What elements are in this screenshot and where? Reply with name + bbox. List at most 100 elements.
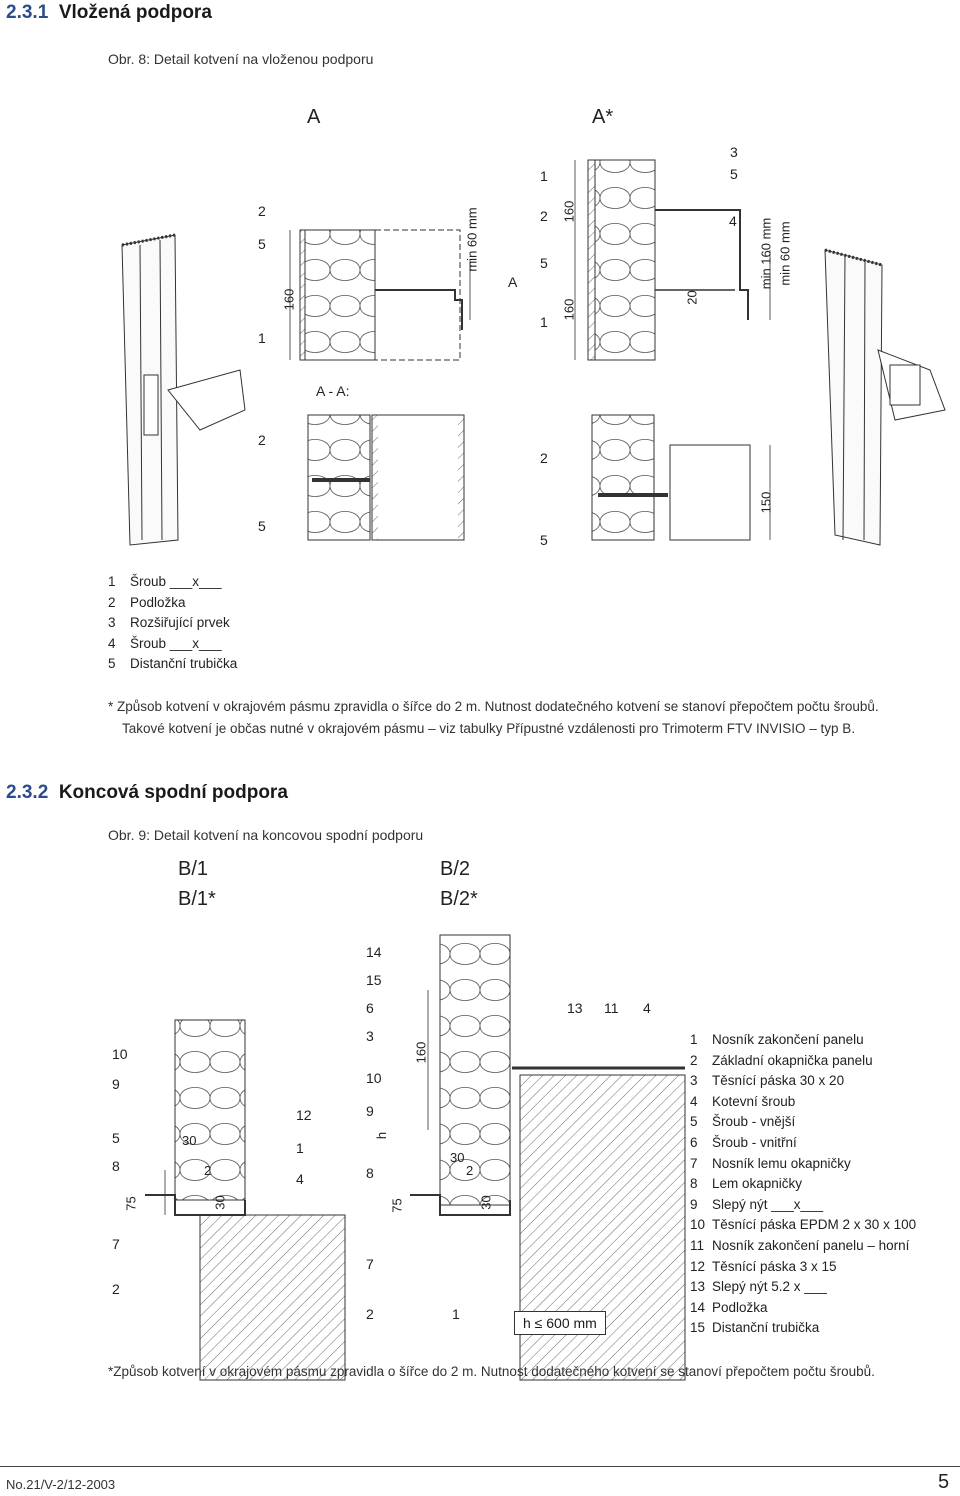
callout: 13 bbox=[567, 1000, 583, 1016]
view-label: B/2 bbox=[440, 858, 471, 880]
callout: 10 bbox=[112, 1046, 128, 1062]
figure-caption: Obr. 8: Detail kotvení na vloženou podpo… bbox=[108, 51, 374, 67]
callout: 5 bbox=[540, 532, 548, 548]
dimension: min 60 mm bbox=[464, 207, 480, 272]
fig8-section-left-insulation bbox=[307, 414, 371, 541]
view-label-a: A bbox=[307, 106, 321, 128]
callout: 15 bbox=[366, 972, 382, 988]
fig9-right-insulation bbox=[439, 934, 511, 1206]
callout: 8 bbox=[112, 1158, 120, 1174]
callout: 2 bbox=[540, 208, 548, 224]
callout: 2 bbox=[366, 1306, 374, 1322]
dimension: 150 bbox=[758, 491, 774, 514]
dimension: 20 bbox=[684, 290, 700, 305]
view-label-a-star: A* bbox=[592, 106, 614, 128]
callout: 7 bbox=[366, 1256, 374, 1272]
dimension: 160 bbox=[561, 200, 577, 223]
section-number: 2.3.1 bbox=[6, 2, 49, 23]
dimension: h bbox=[374, 1131, 390, 1140]
page-number: 5 bbox=[938, 1471, 950, 1493]
section-heading-1: 2.3.1 Vložená podpora bbox=[6, 2, 212, 24]
callout: 9 bbox=[112, 1076, 120, 1092]
callout: 10 bbox=[366, 1070, 382, 1086]
section-label-aa: A - A: bbox=[316, 383, 350, 399]
dimension: min 60 mm bbox=[777, 221, 793, 286]
note-line-1: * Způsob kotvení v okrajovém pásmu zprav… bbox=[108, 699, 879, 714]
callout: 5 bbox=[540, 255, 548, 271]
callout: 14 bbox=[366, 944, 382, 960]
fig8-section-right-insulation bbox=[591, 414, 655, 541]
section-mark-a: A bbox=[508, 274, 518, 290]
footer-rule bbox=[0, 1466, 960, 1467]
callout: 1 bbox=[540, 168, 548, 184]
callout: 4 bbox=[729, 213, 737, 229]
dimension: 75 bbox=[123, 1196, 139, 1211]
dimension: 2 bbox=[466, 1163, 474, 1178]
callout: 5 bbox=[258, 236, 266, 252]
callout: 12 bbox=[296, 1107, 312, 1123]
fig8-a-insulation bbox=[304, 229, 376, 361]
callout: 9 bbox=[366, 1103, 374, 1119]
dimension: 30 bbox=[478, 1195, 494, 1210]
fig9-left-insulation bbox=[174, 1019, 246, 1201]
figure-caption: Obr. 9: Detail kotvení na koncovou spodn… bbox=[108, 827, 424, 843]
callout: 2 bbox=[258, 432, 266, 448]
callout: 3 bbox=[730, 144, 738, 160]
callout: 5 bbox=[258, 518, 266, 534]
view-label: B/2* bbox=[440, 888, 478, 910]
section-number: 2.3.2 bbox=[6, 782, 49, 803]
callout: 5 bbox=[730, 166, 738, 182]
dimension: 160 bbox=[413, 1041, 429, 1064]
fig8-astar-insulation bbox=[594, 159, 656, 361]
callout: 3 bbox=[366, 1028, 374, 1044]
callout: 1 bbox=[296, 1140, 304, 1156]
callout: 8 bbox=[366, 1165, 374, 1181]
note-line-2: Takové kotvení je občas nutné v okrajové… bbox=[122, 721, 856, 736]
callout: 5 bbox=[112, 1130, 120, 1146]
view-label: B/1* bbox=[178, 888, 216, 910]
doc-number: No.21/V-2/12-2003 bbox=[6, 1477, 116, 1492]
dimension: min 160 mm bbox=[758, 217, 774, 290]
section-title: Vložená podpora bbox=[58, 2, 212, 23]
callout: 2 bbox=[258, 203, 266, 219]
dimension: 160 bbox=[281, 288, 297, 311]
callout: 1 bbox=[452, 1306, 460, 1322]
fig8-isometric-left bbox=[121, 233, 246, 546]
dimension: 30 bbox=[212, 1195, 228, 1210]
dimension: 30 bbox=[450, 1150, 465, 1165]
height-limit-note: h ≤ 600 mm bbox=[514, 1311, 606, 1335]
view-label: B/1 bbox=[178, 858, 209, 880]
callout: 1 bbox=[540, 314, 548, 330]
callout: 6 bbox=[366, 1000, 374, 1016]
callout: 4 bbox=[643, 1000, 651, 1016]
callout: 7 bbox=[112, 1236, 120, 1252]
dimension: 30 bbox=[182, 1133, 197, 1148]
dimension: 75 bbox=[389, 1198, 405, 1213]
fig8-isometric-right bbox=[824, 248, 946, 546]
section-title: Koncová spodní podpora bbox=[58, 782, 288, 803]
callout: 1 bbox=[258, 330, 266, 346]
callout: 4 bbox=[296, 1171, 304, 1187]
dimension: 2 bbox=[204, 1163, 212, 1178]
note-fig9: *Způsob kotvení v okrajovém pásmu zpravi… bbox=[108, 1364, 875, 1379]
